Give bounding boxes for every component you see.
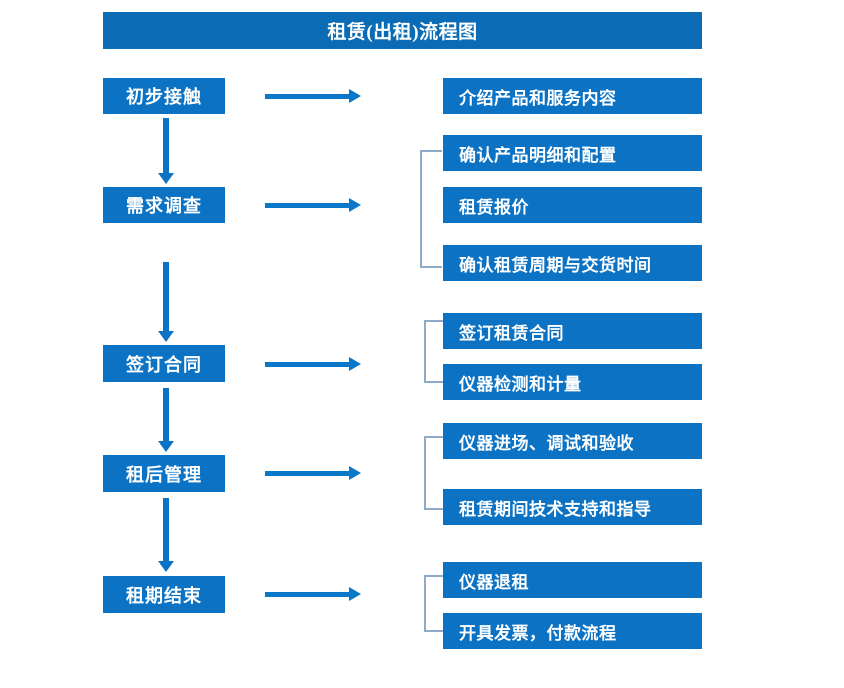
detail-box-1[interactable]: 介绍产品和服务内容 — [443, 78, 702, 114]
detail-box-2[interactable]: 确认产品明细和配置 — [443, 135, 702, 171]
arrow-head — [349, 357, 361, 371]
arrow-head — [349, 198, 361, 212]
stage-box-2[interactable]: 需求调查 — [103, 187, 225, 223]
arrow-shaft — [163, 388, 169, 441]
detail-box-6[interactable]: 仪器检测和计量 — [443, 364, 702, 400]
right-arrow-1 — [265, 89, 361, 103]
detail-box-10[interactable]: 开具发票，付款流程 — [443, 613, 702, 649]
arrow-shaft — [265, 592, 351, 597]
right-arrow-5 — [265, 587, 361, 601]
stage-box-1[interactable]: 初步接触 — [103, 78, 225, 114]
arrow-shaft — [265, 203, 351, 208]
right-arrow-3 — [265, 357, 361, 371]
arrow-shaft — [163, 118, 169, 173]
detail-box-4[interactable]: 确认租赁周期与交货时间 — [443, 245, 702, 281]
arrow-head — [158, 561, 174, 572]
detail-box-5[interactable]: 签订租赁合同 — [443, 313, 702, 349]
stage-box-3[interactable]: 签订合同 — [103, 345, 225, 382]
detail-box-9[interactable]: 仪器退租 — [443, 562, 702, 598]
stage-box-4[interactable]: 租后管理 — [103, 455, 225, 492]
arrow-head — [158, 173, 174, 184]
arrow-shaft — [265, 471, 351, 476]
right-arrow-2 — [265, 198, 361, 212]
detail-box-7[interactable]: 仪器进场、调试和验收 — [443, 423, 702, 459]
arrow-head — [158, 331, 174, 342]
down-arrow-2 — [158, 262, 174, 342]
arrow-shaft — [163, 262, 169, 331]
stage-box-5[interactable]: 租期结束 — [103, 576, 225, 613]
arrow-head — [349, 89, 361, 103]
bracket-connector-4 — [424, 575, 443, 632]
down-arrow-3 — [158, 388, 174, 452]
down-arrow-1 — [158, 118, 174, 184]
detail-box-3[interactable]: 租赁报价 — [443, 187, 702, 223]
arrow-shaft — [265, 362, 351, 367]
bracket-connector-1 — [420, 150, 442, 268]
arrow-head — [349, 587, 361, 601]
arrow-head — [158, 441, 174, 452]
arrow-shaft — [265, 94, 351, 99]
detail-box-8[interactable]: 租赁期间技术支持和指导 — [443, 489, 702, 525]
arrow-head — [349, 466, 361, 480]
bracket-connector-2 — [424, 320, 443, 383]
arrow-shaft — [163, 498, 169, 561]
right-arrow-4 — [265, 466, 361, 480]
down-arrow-4 — [158, 498, 174, 572]
bracket-connector-3 — [424, 436, 443, 510]
diagram-title: 租赁(出租)流程图 — [103, 12, 702, 49]
